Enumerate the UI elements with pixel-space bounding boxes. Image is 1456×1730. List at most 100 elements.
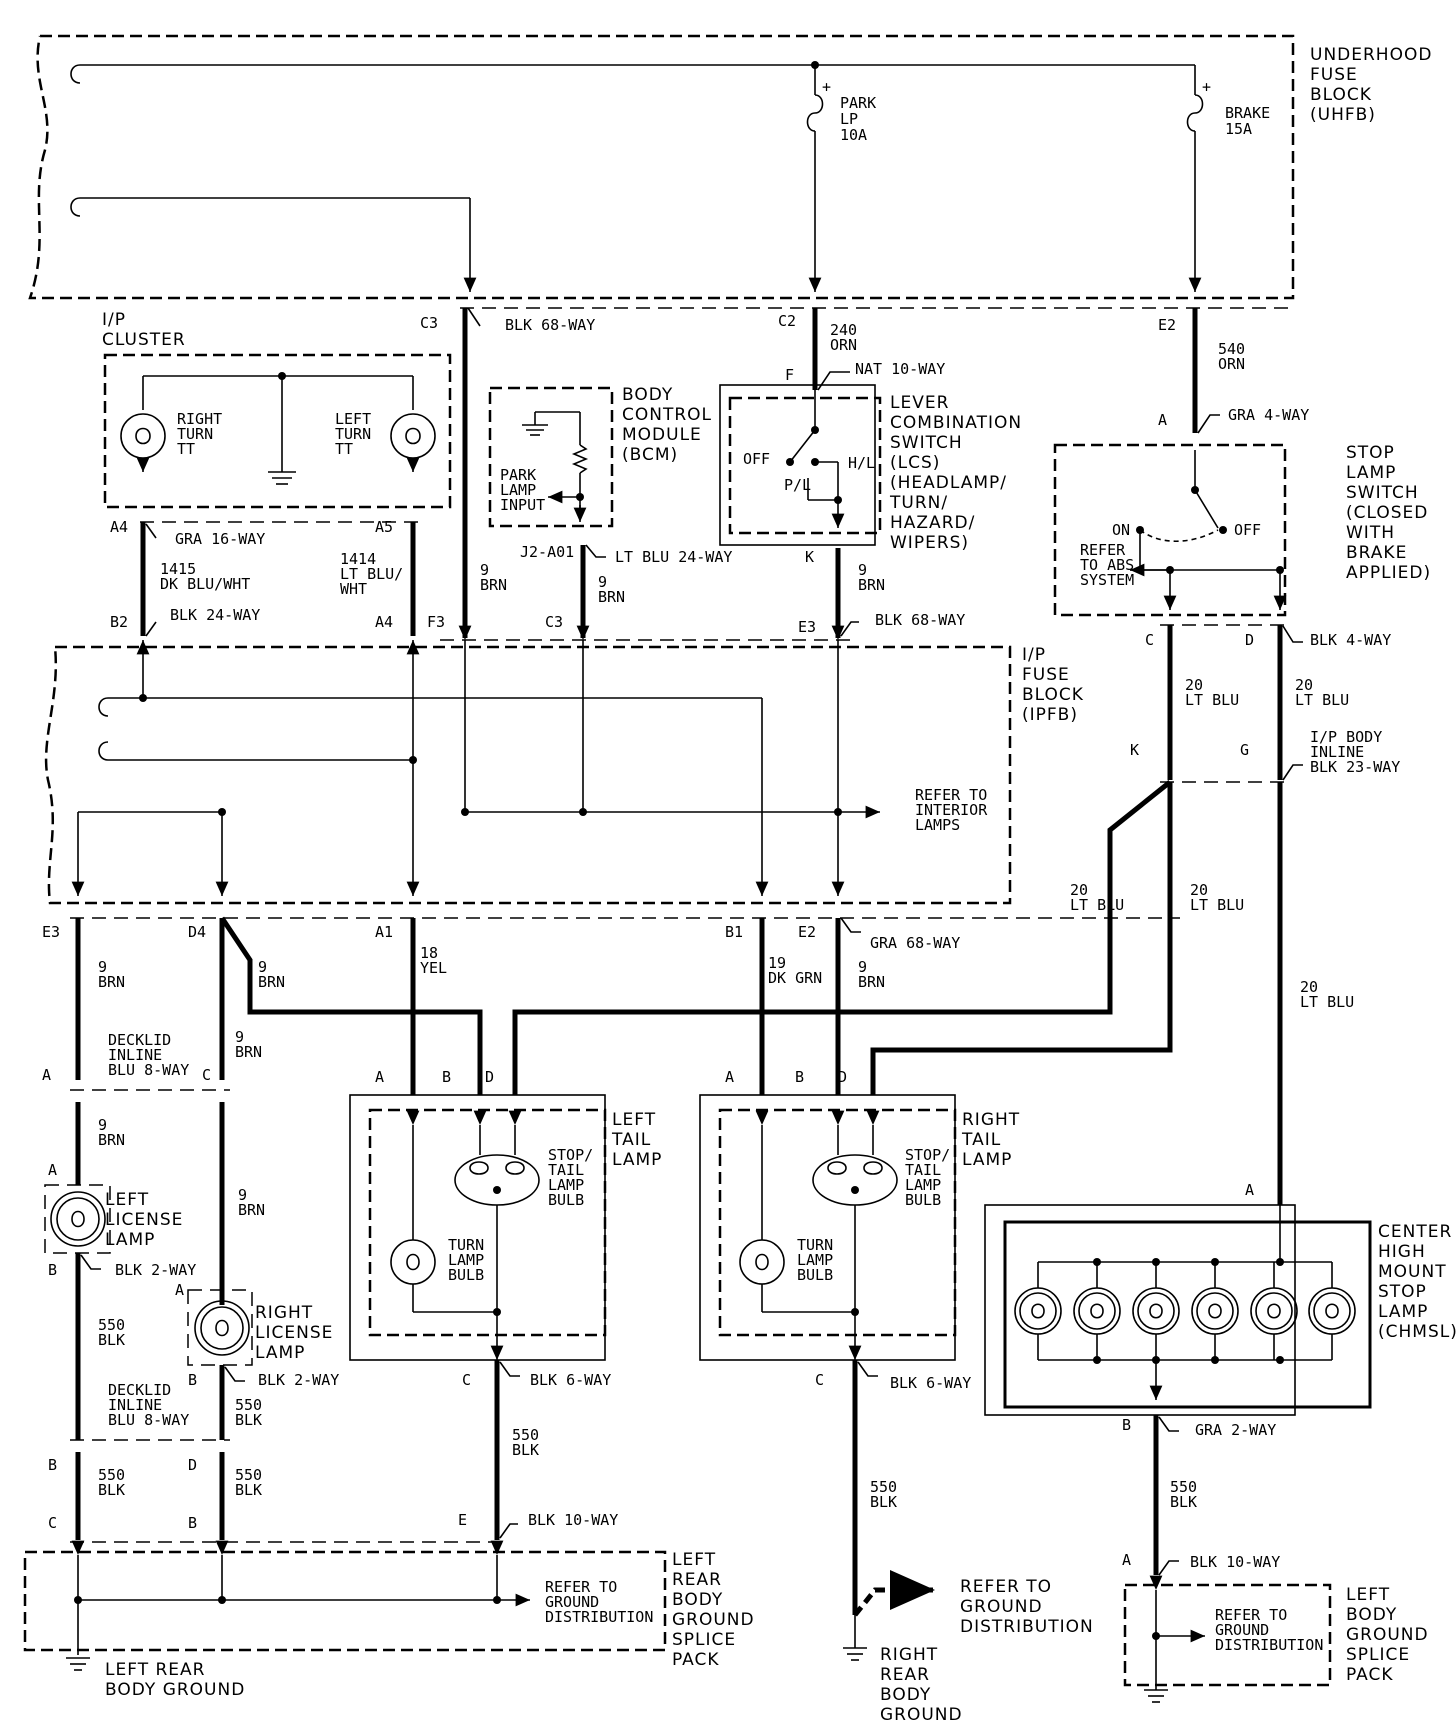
svg-text:BLK 2-WAY: BLK 2-WAY	[258, 1371, 339, 1389]
svg-text:NAT 10-WAY: NAT 10-WAY	[855, 360, 945, 378]
svg-text:A: A	[42, 1066, 51, 1084]
svg-text:BLK 10-WAY: BLK 10-WAY	[1190, 1553, 1280, 1571]
chmsl-bulb-icon	[1132, 1262, 1180, 1360]
right-turn-bulb-icon	[739, 1239, 785, 1285]
svg-text:BRN: BRN	[235, 1043, 262, 1061]
right-turn-indicator-icon	[120, 413, 166, 459]
svg-text:K: K	[1130, 741, 1139, 759]
svg-text:240: 240	[830, 321, 857, 339]
svg-text:BRN: BRN	[98, 1131, 125, 1149]
svg-text:BRN: BRN	[858, 576, 885, 594]
svg-text:GRA 16-WAY: GRA 16-WAY	[175, 530, 265, 548]
svg-text:BLK: BLK	[512, 1441, 539, 1459]
svg-text:BLK 4-WAY: BLK 4-WAY	[1310, 631, 1391, 649]
svg-text:BLK 10-WAY: BLK 10-WAY	[528, 1511, 618, 1529]
svg-text:D: D	[188, 1456, 197, 1474]
svg-text:550: 550	[512, 1426, 539, 1444]
svg-text:C: C	[202, 1066, 211, 1084]
svg-text:550: 550	[235, 1466, 262, 1484]
wire-240-orn: C2 240 ORN F NAT 10-WAY	[778, 308, 945, 391]
wire-bcm-ground: C3 BLK 68-WAY 9 BRN	[420, 307, 595, 638]
svg-text:LT BLU: LT BLU	[1185, 691, 1239, 709]
svg-text:BLK 6-WAY: BLK 6-WAY	[530, 1371, 611, 1389]
svg-text:BRN: BRN	[258, 973, 285, 991]
svg-text:20: 20	[1185, 676, 1203, 694]
svg-text:550: 550	[235, 1396, 262, 1414]
svg-text:A: A	[1245, 1181, 1254, 1199]
right-license-bulb-icon	[194, 1300, 250, 1356]
svg-text:I/P: I/P	[102, 310, 126, 330]
right-stop-tail-bulb-icon	[812, 1154, 898, 1206]
svg-text:LT BLU: LT BLU	[1070, 896, 1124, 914]
svg-text:GRA 2-WAY: GRA 2-WAY	[1195, 1421, 1276, 1439]
brake-fuse-label: BRAKE 15A	[1225, 104, 1279, 138]
svg-text:ON: ON	[1112, 521, 1130, 539]
svg-text:OFF: OFF	[743, 450, 770, 468]
svg-text:ORN: ORN	[1218, 355, 1245, 373]
svg-text:9: 9	[235, 1028, 244, 1046]
chmsl-bulb-icon	[1191, 1262, 1239, 1360]
cluster-wires: A4 GRA 16-WAY A5 1415 DK BLU/WHT 1414 LT…	[110, 518, 445, 637]
wire-lcs-out: K 9 BRN E3 BLK 68-WAY	[798, 548, 965, 638]
svg-text:A: A	[1158, 411, 1167, 429]
svg-text:BRN: BRN	[598, 588, 625, 606]
svg-text:BLK: BLK	[235, 1411, 262, 1429]
svg-text:BLK: BLK	[1170, 1493, 1197, 1511]
svg-text:LT BLU: LT BLU	[1190, 896, 1244, 914]
svg-text:9: 9	[238, 1186, 247, 1204]
svg-text:D: D	[1245, 631, 1254, 649]
chmsl-bulb-icon	[1308, 1262, 1356, 1360]
pullup-resistor-icon	[571, 444, 589, 474]
svg-text:YEL: YEL	[420, 959, 447, 977]
svg-text:C2: C2	[778, 312, 796, 330]
svg-text:BLK: BLK	[98, 1481, 125, 1499]
left-turn-bulb-icon	[390, 1239, 436, 1285]
svg-text:BLK 6-WAY: BLK 6-WAY	[890, 1374, 971, 1392]
svg-text:DK BLU/WHT: DK BLU/WHT	[160, 575, 250, 593]
svg-text:H/L: H/L	[848, 454, 875, 472]
svg-text:550: 550	[98, 1466, 125, 1484]
svg-text:A: A	[48, 1161, 57, 1179]
svg-text:GRA 4-WAY: GRA 4-WAY	[1228, 406, 1309, 424]
park-fuse-label: PARK LP 10A	[840, 94, 885, 144]
svg-text:BLK 2-WAY: BLK 2-WAY	[115, 1261, 196, 1279]
svg-text:E: E	[458, 1511, 467, 1529]
svg-text:BLK 68-WAY: BLK 68-WAY	[505, 316, 595, 334]
svg-text:BLK: BLK	[870, 1493, 897, 1511]
wire-stop-out: C D BLK 4-WAY 20 LT BLU 20 LT BLU K G I/…	[1130, 624, 1400, 783]
svg-text:A: A	[175, 1281, 184, 1299]
svg-text:C: C	[48, 1514, 57, 1532]
underhood-fuse-block: + + PARK LP 10A BRAKE 15A UNDERHOOD FUSE…	[28, 34, 1431, 300]
svg-text:OFF: OFF	[1234, 521, 1261, 539]
left-turn-indicator-icon	[390, 413, 436, 459]
svg-text:B: B	[442, 1068, 451, 1086]
chmsl-bulb-icon	[1250, 1262, 1298, 1360]
svg-text:BLK 24-WAY: BLK 24-WAY	[170, 606, 260, 624]
svg-text:A: A	[725, 1068, 734, 1086]
svg-text:B: B	[48, 1456, 57, 1474]
svg-text:B: B	[795, 1068, 804, 1086]
svg-text:20: 20	[1190, 881, 1208, 899]
svg-text:9: 9	[98, 958, 107, 976]
svg-text:LT BLU/: LT BLU/	[340, 565, 403, 583]
svg-text:C3: C3	[420, 314, 438, 332]
svg-text:550: 550	[870, 1478, 897, 1496]
svg-text:GRA 68-WAY: GRA 68-WAY	[870, 934, 960, 952]
